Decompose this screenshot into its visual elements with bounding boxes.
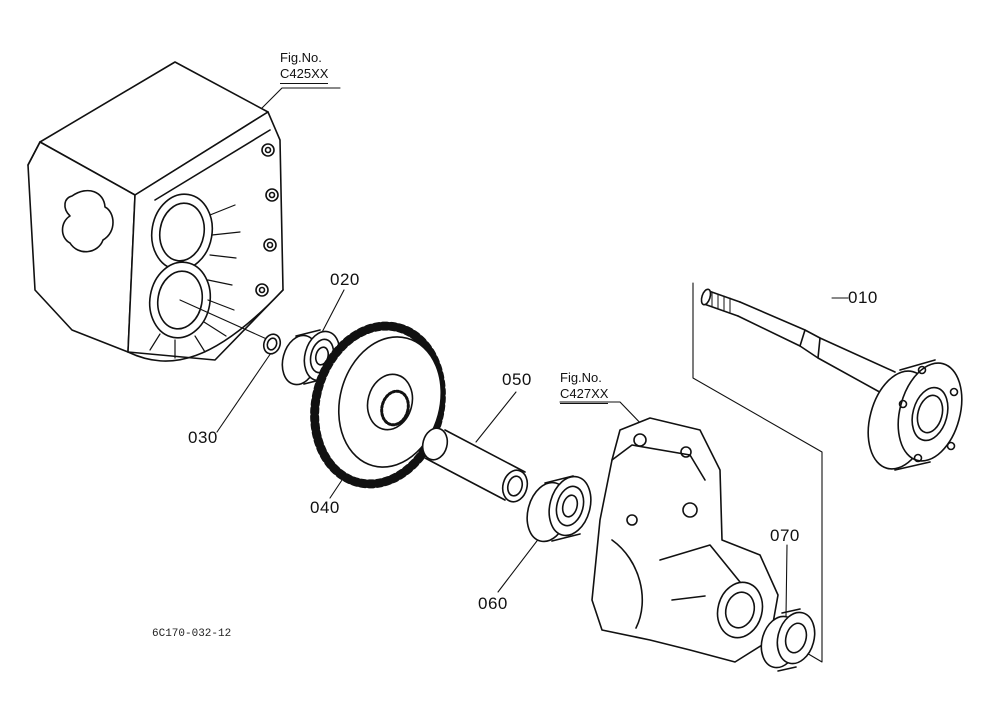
part-070-oil-seal xyxy=(756,608,820,672)
figure-ref-code: C427XX xyxy=(560,386,609,404)
transmission-case xyxy=(28,62,283,361)
figure-ref-prefix: Fig.No. xyxy=(560,370,602,385)
part-040-gear xyxy=(297,312,458,499)
figure-ref-prefix: Fig.No. xyxy=(280,50,322,65)
part-label-050[interactable]: 050 xyxy=(502,370,532,389)
part-label-040[interactable]: 040 xyxy=(310,498,340,517)
housing-cover xyxy=(592,418,778,662)
part-030-snap-ring xyxy=(261,332,283,356)
figure-ref-code: C425XX xyxy=(280,66,329,84)
part-050-sleeve xyxy=(419,425,530,504)
part-label-060[interactable]: 060 xyxy=(478,594,508,613)
figure-ref-upper[interactable]: Fig.No. C425XX xyxy=(280,50,329,84)
part-010-flange-shaft xyxy=(700,288,972,476)
drawing-id: 6C170-032-12 xyxy=(152,628,232,640)
part-label-070[interactable]: 070 xyxy=(770,526,800,545)
part-label-030[interactable]: 030 xyxy=(188,428,218,447)
figure-ref-lower[interactable]: Fig.No. C427XX xyxy=(560,370,609,404)
part-060-bearing xyxy=(521,472,597,546)
part-label-020[interactable]: 020 xyxy=(330,270,360,289)
part-label-010[interactable]: 010 xyxy=(848,288,878,307)
